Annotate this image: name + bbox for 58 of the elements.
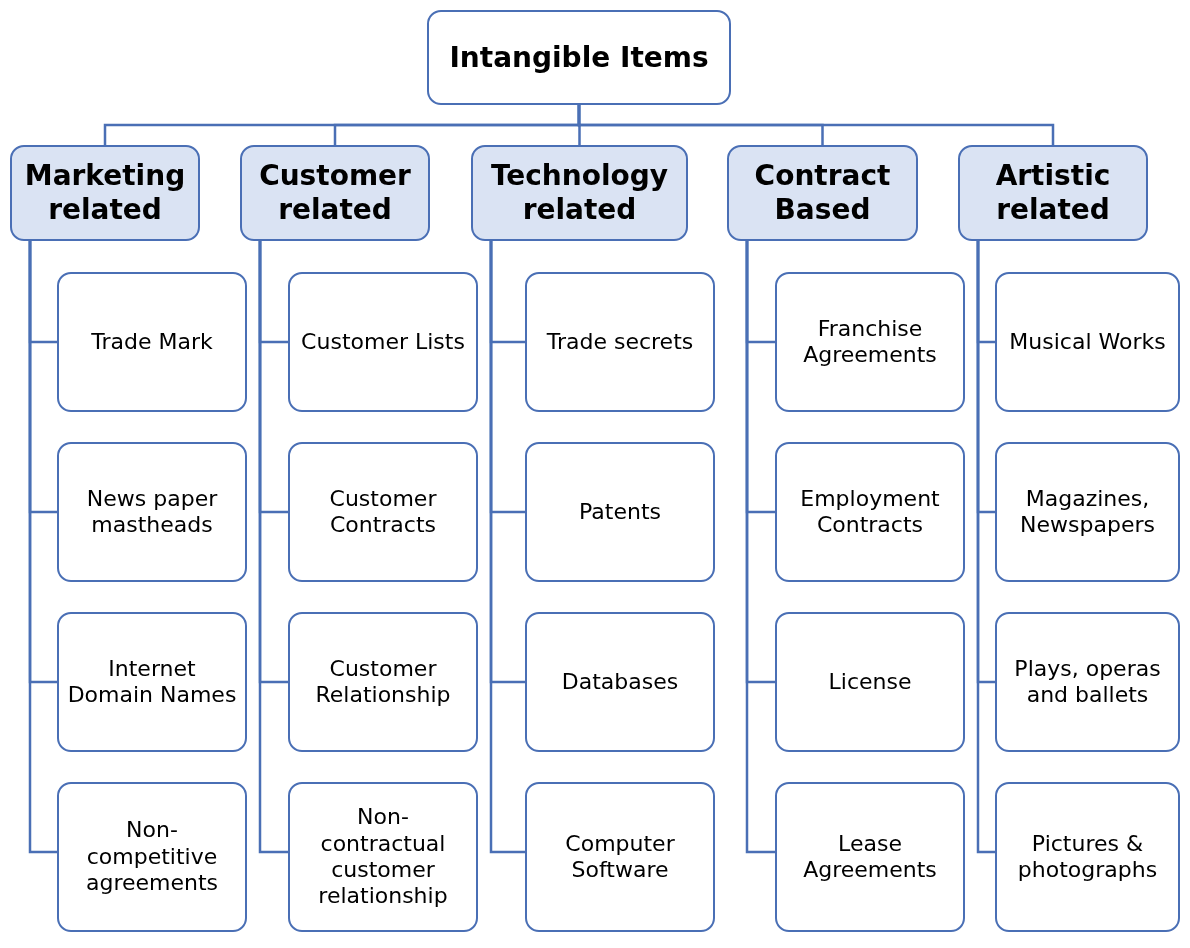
connector-line xyxy=(489,241,525,854)
item-label: Trade secrets xyxy=(546,328,694,356)
item-label: Pictures & photographs xyxy=(1016,830,1159,884)
item-label: Patents xyxy=(579,498,661,526)
item-label: Lease Agreements xyxy=(802,830,938,884)
item-box xyxy=(288,442,478,582)
item-box xyxy=(775,782,965,932)
item-box xyxy=(288,612,478,752)
connector-line xyxy=(577,105,1055,145)
root-title: Intangible Items xyxy=(449,40,709,75)
connector-line xyxy=(28,241,57,854)
item-box xyxy=(57,612,247,752)
item-box xyxy=(525,612,715,752)
item-box xyxy=(57,782,247,932)
item-label: Customer Lists xyxy=(301,328,465,356)
category-title: Contract Based xyxy=(753,159,892,227)
item-box xyxy=(775,612,965,752)
category-title: Artistic related xyxy=(994,159,1112,227)
item-label: Musical Works xyxy=(1009,328,1166,356)
item-label: Non-competitive agreements xyxy=(84,817,220,897)
item-box xyxy=(995,272,1180,412)
item-box xyxy=(995,782,1180,932)
root-box xyxy=(427,10,731,105)
connector-line xyxy=(258,241,288,854)
item-box xyxy=(995,442,1180,582)
item-label: Customer Relationship xyxy=(314,655,452,709)
connector-line xyxy=(745,241,775,854)
category-box xyxy=(10,145,200,241)
item-label: Internet Domain Names xyxy=(66,655,238,709)
item-label: Databases xyxy=(561,668,679,696)
item-label: Franchise Agreements xyxy=(802,315,938,369)
category-box xyxy=(727,145,918,241)
category-box xyxy=(240,145,430,241)
item-box xyxy=(288,782,478,932)
item-label: Employment Contracts xyxy=(799,485,941,539)
item-box xyxy=(995,612,1180,752)
category-title: Technology related xyxy=(489,159,670,227)
item-label: Customer Contracts xyxy=(328,485,438,539)
category-title: Marketing related xyxy=(23,159,187,227)
item-label: Computer Software xyxy=(564,830,676,884)
item-box xyxy=(775,272,965,412)
item-label: Magazines, Newspapers xyxy=(1019,485,1156,539)
item-box xyxy=(525,272,715,412)
item-label: Trade Mark xyxy=(91,328,213,356)
item-box xyxy=(525,442,715,582)
item-box xyxy=(525,782,715,932)
item-box xyxy=(288,272,478,412)
item-label: Non-contractual customer relationship xyxy=(317,804,449,910)
item-box xyxy=(775,442,965,582)
item-label: License xyxy=(828,668,912,696)
item-label: Plays, operas and ballets xyxy=(1013,655,1162,709)
item-box xyxy=(57,442,247,582)
item-box xyxy=(57,272,247,412)
category-box xyxy=(958,145,1148,241)
item-label: News paper mastheads xyxy=(85,485,219,539)
category-box xyxy=(471,145,688,241)
category-title: Customer related xyxy=(258,159,412,227)
connector-line xyxy=(976,241,995,854)
